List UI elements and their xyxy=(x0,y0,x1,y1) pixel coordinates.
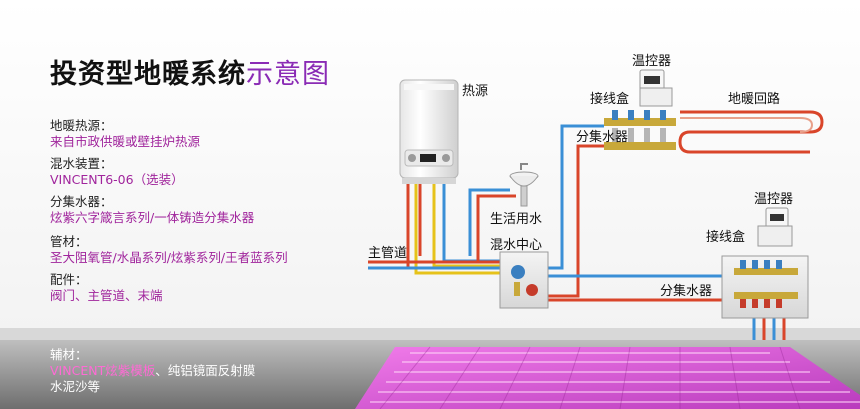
label-manifold-top: 分集水器 xyxy=(576,126,628,145)
label-thermostat-right: 温控器 xyxy=(754,188,793,207)
info-value: 阀门、主管道、末端 xyxy=(50,288,163,304)
label-manifold-right: 分集水器 xyxy=(660,280,712,299)
info-manifold: 分集水器： 炫紫六字箴言系列/一体铸造分集水器 xyxy=(50,194,254,226)
info-accessories: 配件： 阀门、主管道、末端 xyxy=(50,272,163,304)
info-value-2: 水泥沙等 xyxy=(50,379,255,395)
display-panel xyxy=(420,154,436,162)
info-label: 管材： xyxy=(50,234,288,250)
info-label: 辅材： xyxy=(50,347,255,363)
label-main-pipe: 主管道 xyxy=(368,242,407,261)
knob-icon xyxy=(408,154,416,162)
title-colored: 示意图 xyxy=(246,59,330,90)
junction-box-right xyxy=(758,226,792,246)
junction-box-top xyxy=(640,88,672,106)
label-heat-source: 热源 xyxy=(462,80,488,99)
knob-icon xyxy=(442,154,450,162)
info-value-rest: 、纯铝镜面反射膜 xyxy=(155,363,255,378)
info-label: 配件： xyxy=(50,272,163,288)
info-mixing-device: 混水装置： VINCENT6-06（选装） xyxy=(50,156,184,188)
label-junction-box-top: 接线盒 xyxy=(590,88,629,107)
label-junction-box-right: 接线盒 xyxy=(706,226,745,245)
valve-icon xyxy=(526,284,538,296)
info-value: 圣大阻氧管/水晶系列/炫紫系列/王者蓝系列 xyxy=(50,250,288,266)
info-auxiliary-materials: 辅材： VINCENT炫紫模板、纯铝镜面反射膜 水泥沙等 xyxy=(50,347,255,395)
boiler xyxy=(400,80,458,184)
info-value: VINCENT炫紫模板 xyxy=(50,363,155,378)
label-floor-loop: 地暖回路 xyxy=(728,88,780,107)
manifold-right xyxy=(722,256,808,318)
info-heat-source: 地暖热源： 来自市政供暖或壁挂炉热源 xyxy=(50,118,200,150)
label-thermostat-top: 温控器 xyxy=(632,50,671,69)
info-pipe-material: 管材： 圣大阻氧管/水晶系列/炫紫系列/王者蓝系列 xyxy=(50,234,288,266)
page-title: 投资型地暖系统示意图 xyxy=(50,52,330,91)
info-label: 混水装置： xyxy=(50,156,184,172)
info-label: 地暖热源： xyxy=(50,118,200,134)
label-domestic-water: 生活用水 xyxy=(490,208,542,227)
info-label: 分集水器： xyxy=(50,194,254,210)
mixing-unit xyxy=(500,252,548,308)
info-value: VINCENT6-06（选装） xyxy=(50,172,184,188)
label-mixing-center: 混水中心 xyxy=(490,234,542,253)
title-bold: 投资型地暖系统 xyxy=(50,59,246,90)
pump-icon xyxy=(511,265,525,279)
heated-floor-panel xyxy=(355,347,860,409)
info-value: 炫紫六字箴言系列/一体铸造分集水器 xyxy=(50,210,254,226)
info-value: 来自市政供暖或壁挂炉热源 xyxy=(50,134,200,150)
